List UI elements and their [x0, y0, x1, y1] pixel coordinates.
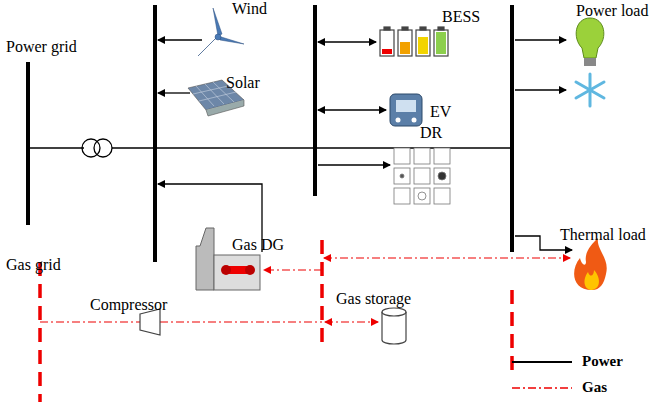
legend-text: Gas: [582, 379, 607, 396]
component-label: Thermal load: [560, 226, 646, 244]
legend-sample: [512, 361, 572, 363]
component-label: DR: [420, 124, 442, 142]
component-label: BESS: [442, 8, 480, 26]
legend-sample: [512, 387, 572, 389]
component-label: Power grid: [6, 38, 77, 56]
component-label: Power load: [576, 2, 648, 20]
component-label: Compressor: [90, 296, 167, 314]
component-label: Gas DG: [232, 236, 284, 254]
component-label: Wind: [232, 0, 267, 18]
legend-text: Power: [582, 353, 623, 370]
component-label: Solar: [226, 74, 260, 92]
component-label: EV: [430, 103, 451, 121]
component-label: Gas grid: [6, 256, 61, 274]
component-label: Gas storage: [336, 290, 411, 308]
